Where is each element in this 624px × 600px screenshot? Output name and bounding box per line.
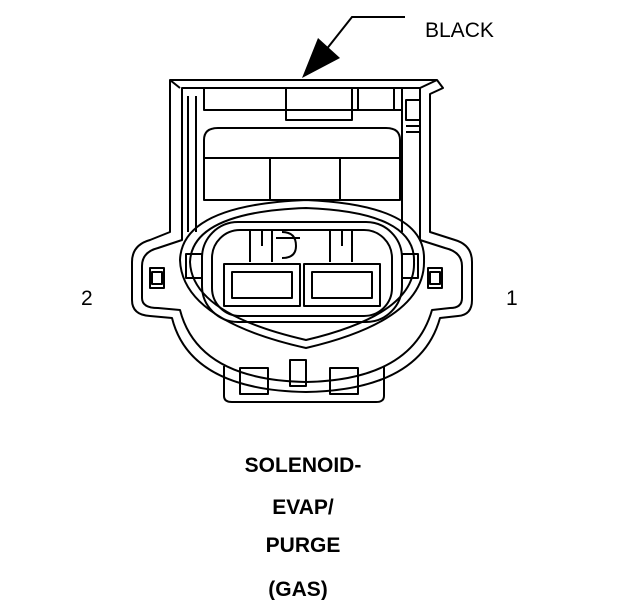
component-title-line-2: EVAP/ xyxy=(272,496,334,519)
callout-arrowhead xyxy=(302,38,340,78)
callout-label: BLACK xyxy=(425,19,494,42)
component-title-line-3: PURGE xyxy=(266,534,341,557)
component-title-line-1: SOLENOID- xyxy=(245,454,362,477)
callout-leader xyxy=(317,16,405,61)
pin-number-1: 1 xyxy=(506,287,518,310)
pin-number-2: 2 xyxy=(81,287,93,310)
component-title-line-4: (GAS) xyxy=(268,578,328,600)
connector-body xyxy=(131,79,473,403)
